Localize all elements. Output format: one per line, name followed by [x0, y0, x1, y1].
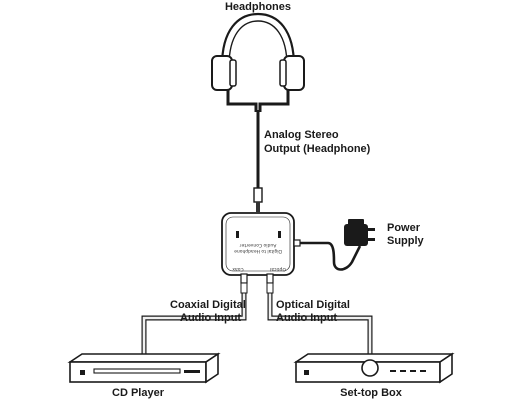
power-adapter-icon: [344, 219, 375, 246]
optical-cable: [266, 282, 373, 360]
headphone-plug: [253, 187, 263, 212]
label-coaxial-line1: Coaxial Digital: [170, 299, 246, 311]
label-optical-line2: Audio Input: [276, 312, 337, 324]
label-power-line1: Power: [387, 222, 421, 234]
label-optical-line1: Optical Digital: [276, 299, 350, 311]
coaxial-cable: [141, 282, 248, 360]
label-coaxial-line2: Audio Input: [180, 312, 241, 324]
label-power-line2: Supply: [387, 235, 425, 247]
label-analog-output-line1: Analog Stereo: [264, 129, 339, 141]
converter-port-left: Coax: [232, 266, 244, 272]
audio-converter-device: Digital to Headphone Audio Converter Coa…: [221, 212, 301, 284]
headphone-cable: [226, 90, 290, 188]
label-analog-output-line2: Output (Headphone): [264, 143, 371, 155]
set-top-box-device: [293, 352, 455, 384]
label-headphones: Headphones: [225, 1, 291, 13]
label-set-top-box: Set-top Box: [340, 387, 403, 399]
cd-player-device: [67, 352, 221, 384]
converter-title-line2: Audio Converter: [240, 242, 277, 248]
power-cable: [300, 241, 362, 271]
headphones-icon: [211, 12, 305, 91]
converter-title-line1: Digital to Headphone: [234, 248, 282, 254]
label-cd-player: CD Player: [112, 387, 165, 399]
converter-port-right: Optical: [270, 266, 286, 272]
